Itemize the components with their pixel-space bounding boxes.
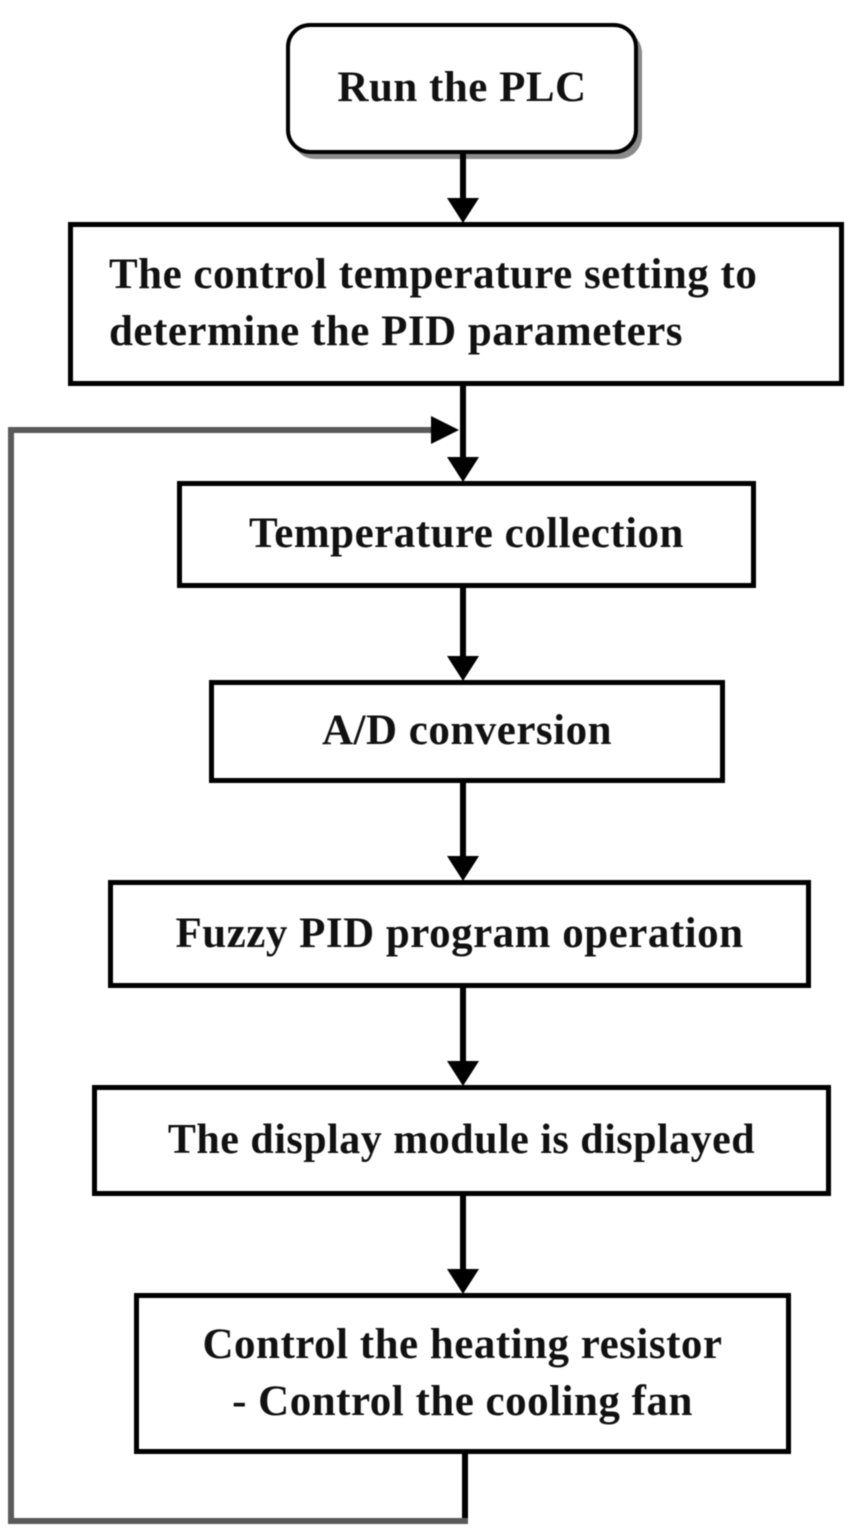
connector-line-setting-to-collection	[460, 385, 466, 458]
arrow-down-icon	[447, 1269, 479, 1294]
node-temperature-collection: Temperature collection	[177, 481, 756, 588]
arrow-down-icon	[447, 457, 479, 482]
node-label-line-1: Control the heating resistor	[202, 1320, 723, 1368]
feedback-loop-down-segment	[462, 1453, 468, 1524]
feedback-loop-top-segment	[8, 427, 432, 433]
node-label-line-1: The control temperature setting to	[109, 251, 758, 299]
arrow-right-icon	[431, 416, 459, 444]
node-label: Temperature collection	[249, 510, 684, 558]
node-label: Fuzzy PID program operation	[175, 909, 744, 957]
connector-line-ad-to-fuzzy	[460, 783, 466, 858]
connector-line-fuzzy-to-display	[460, 988, 466, 1063]
arrow-down-icon	[447, 656, 479, 681]
node-temperature-setting: The control temperature setting to deter…	[68, 222, 844, 386]
node-run-the-plc: Run the PLC	[286, 23, 638, 154]
arrow-down-icon	[447, 856, 479, 881]
node-control-outputs: Control the heating resistor - Control t…	[134, 1293, 791, 1454]
connector-line-run-to-setting	[460, 153, 466, 201]
connector-line-display-to-control	[460, 1196, 466, 1271]
arrow-down-icon	[447, 1061, 479, 1086]
node-label-line-2: determine the PID parameters	[109, 308, 684, 355]
node-label-line-2: - Control the cooling fan	[232, 1377, 693, 1425]
connector-line-collection-to-ad	[460, 588, 466, 658]
feedback-loop-bottom-segment	[8, 1518, 468, 1524]
node-fuzzy-pid-operation: Fuzzy PID program operation	[108, 880, 811, 988]
feedback-loop-left-segment	[8, 427, 14, 1524]
arrow-down-icon	[447, 198, 479, 223]
node-label: A/D conversion	[321, 707, 613, 755]
node-ad-conversion: A/D conversion	[209, 680, 725, 783]
node-label: Run the PLC	[337, 64, 587, 112]
node-display-module: The display module is displayed	[92, 1085, 831, 1196]
node-label: The display module is displayed	[167, 1116, 756, 1163]
